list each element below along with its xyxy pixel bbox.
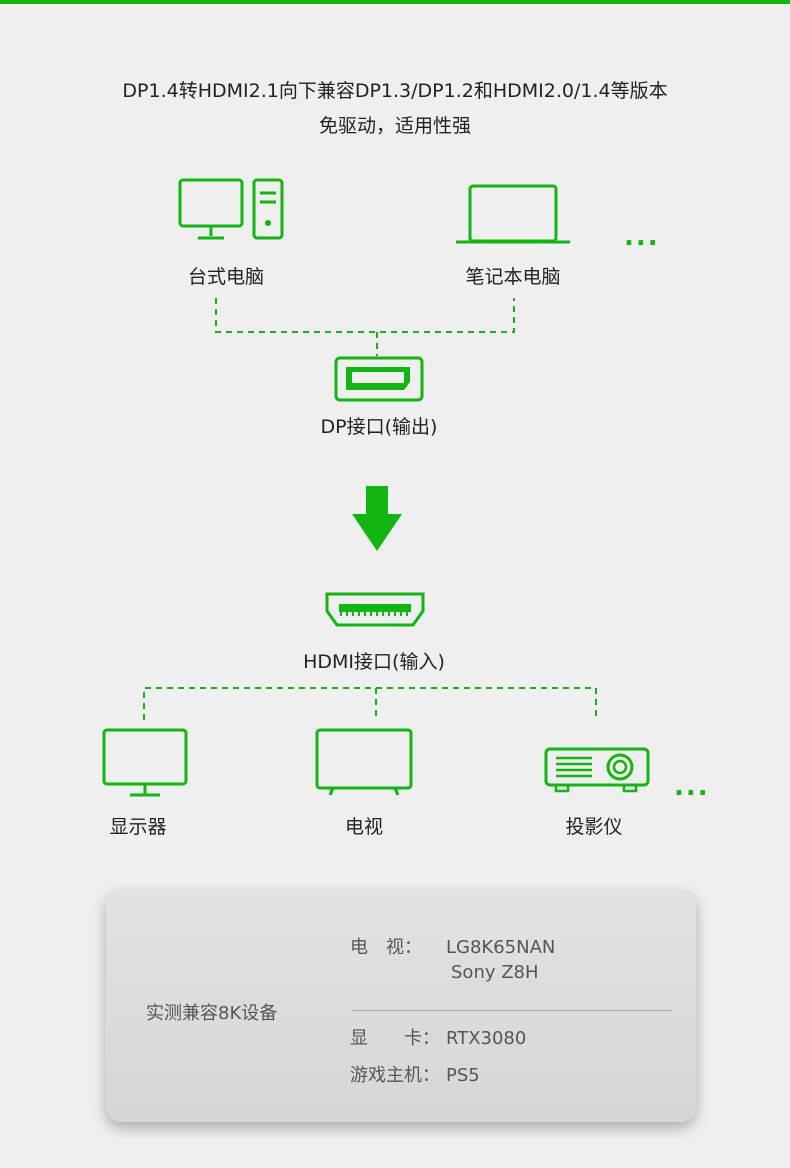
intro-text: DP1.4转HDMI2.1向下兼容DP1.3/DP1.2和HDMI2.0/1.4… — [0, 74, 790, 144]
spec-tv-key: 电 视： — [350, 937, 422, 958]
spec-tv: 电 视： LG8K65NAN — [350, 933, 555, 959]
laptop-label: 笔记本电脑 — [465, 266, 561, 288]
down-arrow-icon — [352, 486, 402, 551]
source-connector — [215, 298, 515, 356]
spec-tv-value-1: LG8K65NAN — [446, 937, 556, 958]
laptop-icon — [456, 184, 570, 244]
intro-line-1: DP1.4转HDMI2.1向下兼容DP1.3/DP1.2和HDMI2.0/1.4… — [122, 80, 668, 102]
spec-gpu-value: RTX3080 — [446, 1028, 527, 1049]
spec-console: 游戏主机： PS5 — [350, 1061, 480, 1087]
projector-label: 投影仪 — [565, 816, 623, 838]
monitor-label: 显示器 — [109, 816, 167, 838]
dp-port-icon — [334, 356, 424, 402]
compatibility-card: 实测兼容8K设备 电 视： LG8K65NAN Sony Z8H 显 卡： RTX3… — [106, 889, 696, 1122]
hdmi-port-icon — [325, 592, 425, 627]
spec-gpu: 显 卡： RTX3080 — [350, 1024, 526, 1050]
more-outputs-dots: ... — [674, 772, 710, 802]
desktop-icon — [178, 178, 284, 240]
monitor-icon — [102, 728, 188, 797]
tv-icon — [315, 728, 413, 796]
tv-label: 电视 — [344, 816, 383, 838]
projector-icon — [544, 747, 650, 793]
intro-line-2: 免驱动，适用性强 — [318, 115, 471, 137]
card-divider — [352, 1010, 672, 1011]
output-connector — [143, 687, 597, 720]
card-title: 实测兼容8K设备 — [146, 1003, 278, 1024]
spec-console-key: 游戏主机： — [350, 1065, 440, 1086]
spec-tv-value-2: Sony Z8H — [451, 962, 539, 983]
top-accent-bar — [0, 0, 790, 4]
dp-port-label: DP接口(输出) — [320, 416, 438, 438]
hdmi-port-label: HDMI接口(输入) — [303, 651, 445, 673]
spec-gpu-key: 显 卡： — [350, 1028, 440, 1049]
spec-console-value: PS5 — [446, 1065, 480, 1086]
more-sources-dots: ... — [624, 222, 660, 252]
desktop-label: 台式电脑 — [187, 266, 264, 288]
